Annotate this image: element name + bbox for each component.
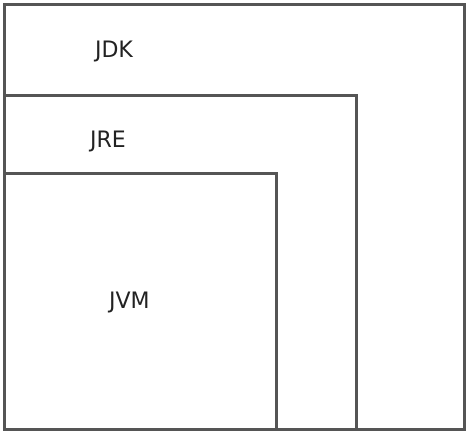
jre-label: JRE [90, 128, 126, 153]
jvm-label: JVM [109, 289, 150, 314]
jdk-label: JDK [95, 38, 133, 63]
jvm-box [3, 172, 278, 431]
